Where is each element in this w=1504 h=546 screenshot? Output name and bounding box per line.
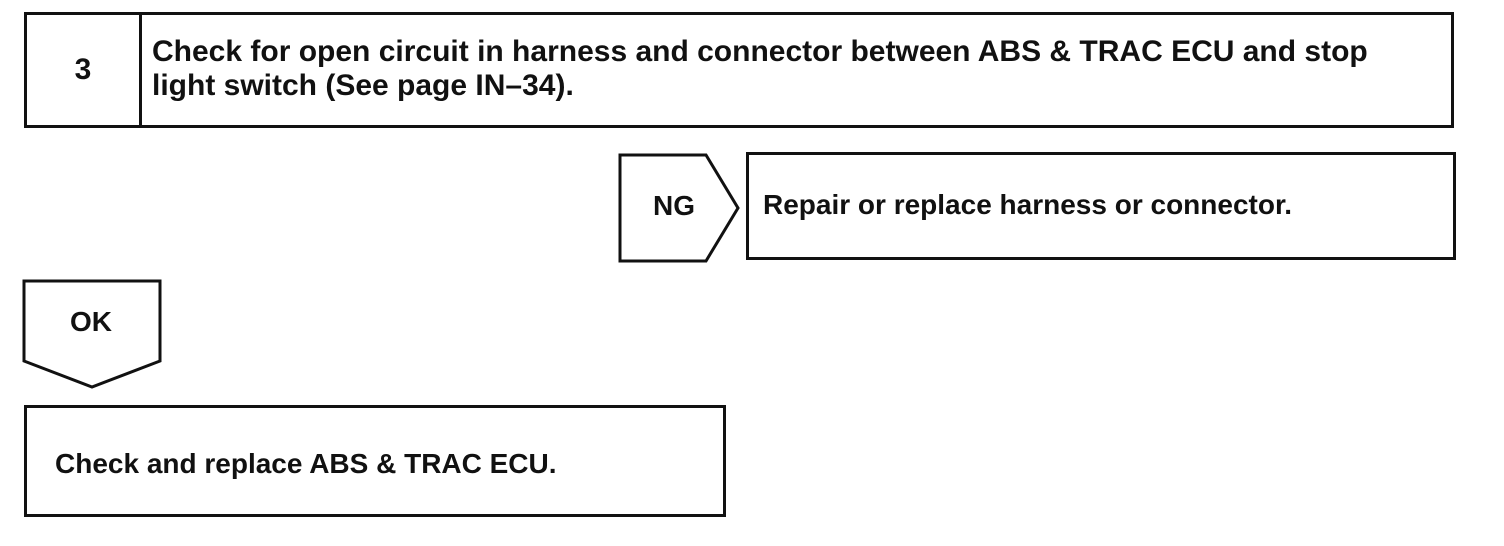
ng-arrow-shape: [618, 153, 740, 263]
step-check-box: 3 Check for open circuit in harness and …: [24, 12, 1454, 128]
step-number: 3: [27, 15, 142, 125]
ok-label: OK: [70, 306, 112, 337]
ng-result-box: Repair or replace harness or connector.: [746, 152, 1456, 260]
ng-label: NG: [653, 190, 695, 221]
ok-result-box: Check and replace ABS & TRAC ECU.: [24, 405, 726, 517]
step-description: Check for open circuit in harness and co…: [152, 35, 1368, 102]
ng-action-text: Repair or replace harness or connector.: [763, 189, 1293, 220]
ok-action-text: Check and replace ABS & TRAC ECU.: [55, 448, 557, 479]
ok-arrow-shape: [22, 279, 162, 389]
